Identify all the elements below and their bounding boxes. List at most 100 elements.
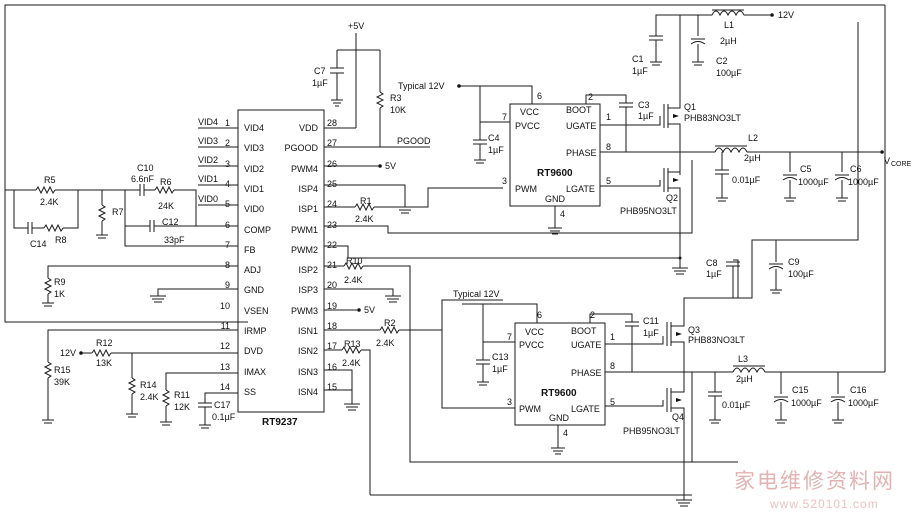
bot-phase-label: PHASE — [571, 368, 602, 378]
bot-ugate-label: UGATE — [571, 340, 601, 350]
rt9237-pin-isn2: ISN2 — [298, 346, 318, 356]
q3-part: PHB83NO3LT — [688, 335, 745, 345]
bot-lgate-label: LGATE — [571, 404, 600, 414]
svg-text:6: 6 — [537, 91, 542, 101]
pwm4-tie: 5V — [324, 161, 396, 171]
rt9237-pin-num-11: 11 — [221, 321, 230, 331]
rt9237-pin-num-27: 27 — [327, 138, 337, 148]
rt9237-pin-num-22: 22 — [327, 240, 337, 250]
rt9237-pin-comp: COMP — [244, 225, 271, 235]
vid4-net: VID4 — [198, 117, 218, 127]
rt9237-pin-isp2: ISP2 — [298, 265, 318, 275]
rt9237-pin-num-3: 3 — [225, 159, 230, 169]
top-gnd-label: GND — [545, 194, 566, 204]
rt9237-pin-num-4: 4 — [225, 179, 230, 189]
top-pwm-label: PWM — [515, 184, 537, 194]
pwm3-tie: 5V — [324, 305, 375, 315]
rt9237-pin-num-21: 21 — [327, 260, 337, 270]
svg-text:5: 5 — [606, 176, 611, 186]
c13-name: C13 — [492, 352, 509, 362]
c2-value: 100µF — [716, 68, 742, 78]
c4-value: 1µF — [488, 145, 504, 155]
r10-name: R10 — [346, 256, 363, 266]
isn-ground — [324, 369, 360, 411]
c12-value: 33pF — [164, 235, 185, 245]
c3-name: C3 — [638, 100, 650, 110]
bot-pvcc-label: PVCC — [519, 340, 545, 350]
pwm2-wire — [324, 245, 682, 260]
rt9237-pin-num-17: 17 — [327, 341, 337, 351]
r9-value: 1K — [54, 289, 65, 299]
dvd-divider: 12V R12 13K R14 2.4K — [60, 338, 238, 418]
rt9237-pin-num-1: 1 — [225, 118, 230, 128]
svg-text:3: 3 — [502, 176, 507, 186]
c16-value: 1000µF — [848, 398, 879, 408]
c6-name: C6 — [850, 164, 862, 174]
vcore-label: V — [884, 156, 890, 166]
vcore-sub: CORE — [891, 161, 912, 168]
rt9237-pin-num-5: 5 — [225, 199, 230, 209]
rt9237-pin-num-14: 14 — [220, 382, 230, 392]
gnd-pin — [150, 288, 238, 303]
rt9237-pin-num-26: 26 — [327, 159, 337, 169]
r5-name: R5 — [44, 175, 56, 185]
q4-name: Q4 — [672, 412, 684, 422]
r1-sense: R1 2.4K — [324, 187, 503, 224]
c3-value: 1µF — [638, 111, 654, 121]
rt9237-pin-pwm1: PWM1 — [291, 225, 318, 235]
ss-c17: C17 0.1µF — [198, 392, 238, 429]
rt9237-pin-num-6: 6 — [225, 220, 230, 230]
bot-vcc-label: VCC — [525, 327, 545, 337]
c11-name: C11 — [643, 316, 659, 326]
c13-value: 1µF — [492, 364, 508, 374]
r15-name: R15 — [54, 365, 71, 375]
rt9237-pin-num-7: 7 — [225, 240, 230, 250]
l3-name: L3 — [738, 354, 748, 364]
c7-value: 1µF — [312, 78, 328, 88]
c7-name: C7 — [314, 66, 326, 76]
c4-name: C4 — [488, 133, 500, 143]
pwm4-5v: 5V — [385, 161, 396, 171]
imax-r11: R11 12K — [160, 372, 238, 426]
c10-name: C10 — [137, 163, 154, 173]
rt9237-pin-pgood: PGOOD — [284, 143, 318, 153]
r13-name: R13 — [344, 339, 361, 349]
dvd-12v: 12V — [60, 348, 76, 358]
rt9237-pin-imax: IMAX — [244, 367, 266, 377]
r11-name: R11 — [174, 390, 190, 400]
c16-name: C16 — [850, 385, 867, 395]
q2-part: PHB95NO3LT — [620, 206, 677, 216]
rt9237-pin-vdd: VDD — [299, 123, 319, 133]
c9-value: 100µF — [788, 269, 814, 279]
top-phase-label: PHASE — [566, 148, 597, 158]
rt9600-bottom-wiring: Typical 12V C13 1µF C11 1µF Q3 PHB83NO3L… — [370, 239, 885, 507]
svg-text:8: 8 — [610, 361, 615, 371]
c5-value: 1000µF — [798, 177, 829, 187]
c17-name: C17 — [214, 400, 231, 410]
c17-value: 0.1µF — [212, 412, 236, 422]
r12-value: 13K — [96, 358, 112, 368]
svg-text:4: 4 — [560, 209, 565, 219]
rt9237-pin-isn3: ISN3 — [298, 367, 318, 377]
pwm3-5v: 5V — [364, 305, 375, 315]
typical-top-label: Typical 12V — [398, 81, 445, 91]
r7-name: R7 — [112, 207, 124, 217]
top-pvcc-label: PVCC — [515, 121, 541, 131]
vdd-supply: +5V C7 1µF R3 10K PGOOD — [312, 21, 431, 148]
rt9237-pin-dvd: DVD — [244, 346, 264, 356]
rt9237-pin-vid0: VID0 — [244, 204, 264, 214]
c6-value: 1000µF — [848, 177, 879, 187]
r11-value: 12K — [174, 402, 190, 412]
c0a-value: 0.01µF — [732, 175, 761, 185]
r14-name: R14 — [140, 380, 157, 390]
rt9237-pin-num-2: 2 — [225, 138, 230, 148]
rt9237-pin-num-16: 16 — [327, 362, 337, 372]
watermark-text: 家电维修资料网 — [734, 469, 895, 493]
rt9600-top-chip: VCC PVCC PWM BOOT UGATE PHASE LGATE GND … — [502, 91, 611, 219]
rt9237-pin-num-13: 13 — [220, 362, 230, 372]
irmp-r15: R15 39K — [42, 329, 238, 424]
bot-chip-name: RT9600 — [541, 388, 577, 399]
